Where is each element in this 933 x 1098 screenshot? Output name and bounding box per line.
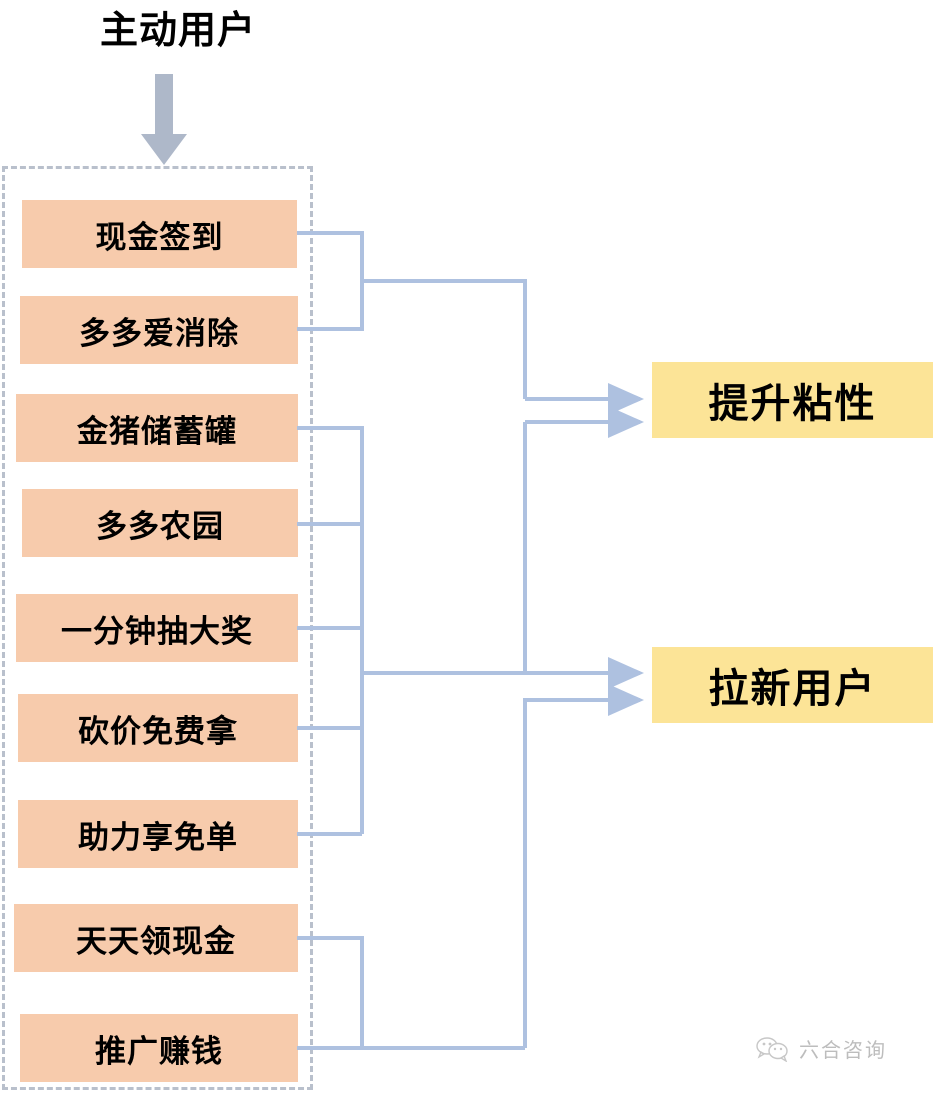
feature-box-7[interactable]: 助力享免单 bbox=[18, 800, 298, 868]
feature-box-8[interactable]: 天天领现金 bbox=[14, 904, 298, 972]
down-arrow-icon bbox=[140, 74, 188, 166]
feature-box-2[interactable]: 多多爱消除 bbox=[20, 296, 298, 364]
feature-label: 一分钟抽大奖 bbox=[61, 613, 253, 649]
outcome-box-1[interactable]: 提升粘性 bbox=[652, 362, 933, 438]
trunk-upper bbox=[362, 279, 527, 399]
feature-label: 天天领现金 bbox=[76, 923, 236, 959]
outcome-box-2[interactable]: 拉新用户 bbox=[652, 647, 933, 723]
feature-label: 助力享免单 bbox=[78, 819, 238, 855]
feature-box-5[interactable]: 一分钟抽大奖 bbox=[16, 594, 298, 662]
feature-box-6[interactable]: 砍价免费拿 bbox=[18, 694, 298, 762]
feature-box-4[interactable]: 多多农园 bbox=[22, 489, 298, 557]
feature-box-9[interactable]: 推广赚钱 bbox=[20, 1014, 298, 1082]
outcome-label: 拉新用户 bbox=[708, 667, 877, 711]
feature-box-1[interactable]: 现金签到 bbox=[22, 200, 297, 268]
page-title: 主动用户 bbox=[99, 10, 256, 52]
feature-label: 多多爱消除 bbox=[79, 315, 239, 351]
feature-label: 推广赚钱 bbox=[95, 1033, 223, 1069]
wechat-icon bbox=[756, 1036, 790, 1062]
feature-box-3[interactable]: 金猪储蓄罐 bbox=[16, 394, 298, 462]
trunk-lower bbox=[523, 684, 644, 1048]
feature-label: 金猪储蓄罐 bbox=[77, 413, 237, 449]
feature-label: 现金签到 bbox=[95, 219, 224, 255]
watermark-text: 六合咨询 bbox=[799, 1040, 887, 1062]
watermark: 六合咨询 bbox=[756, 1034, 887, 1063]
feature-label: 多多农园 bbox=[96, 508, 224, 544]
outcome-label: 提升粘性 bbox=[708, 382, 877, 426]
feature-label: 砍价免费拿 bbox=[78, 713, 238, 749]
